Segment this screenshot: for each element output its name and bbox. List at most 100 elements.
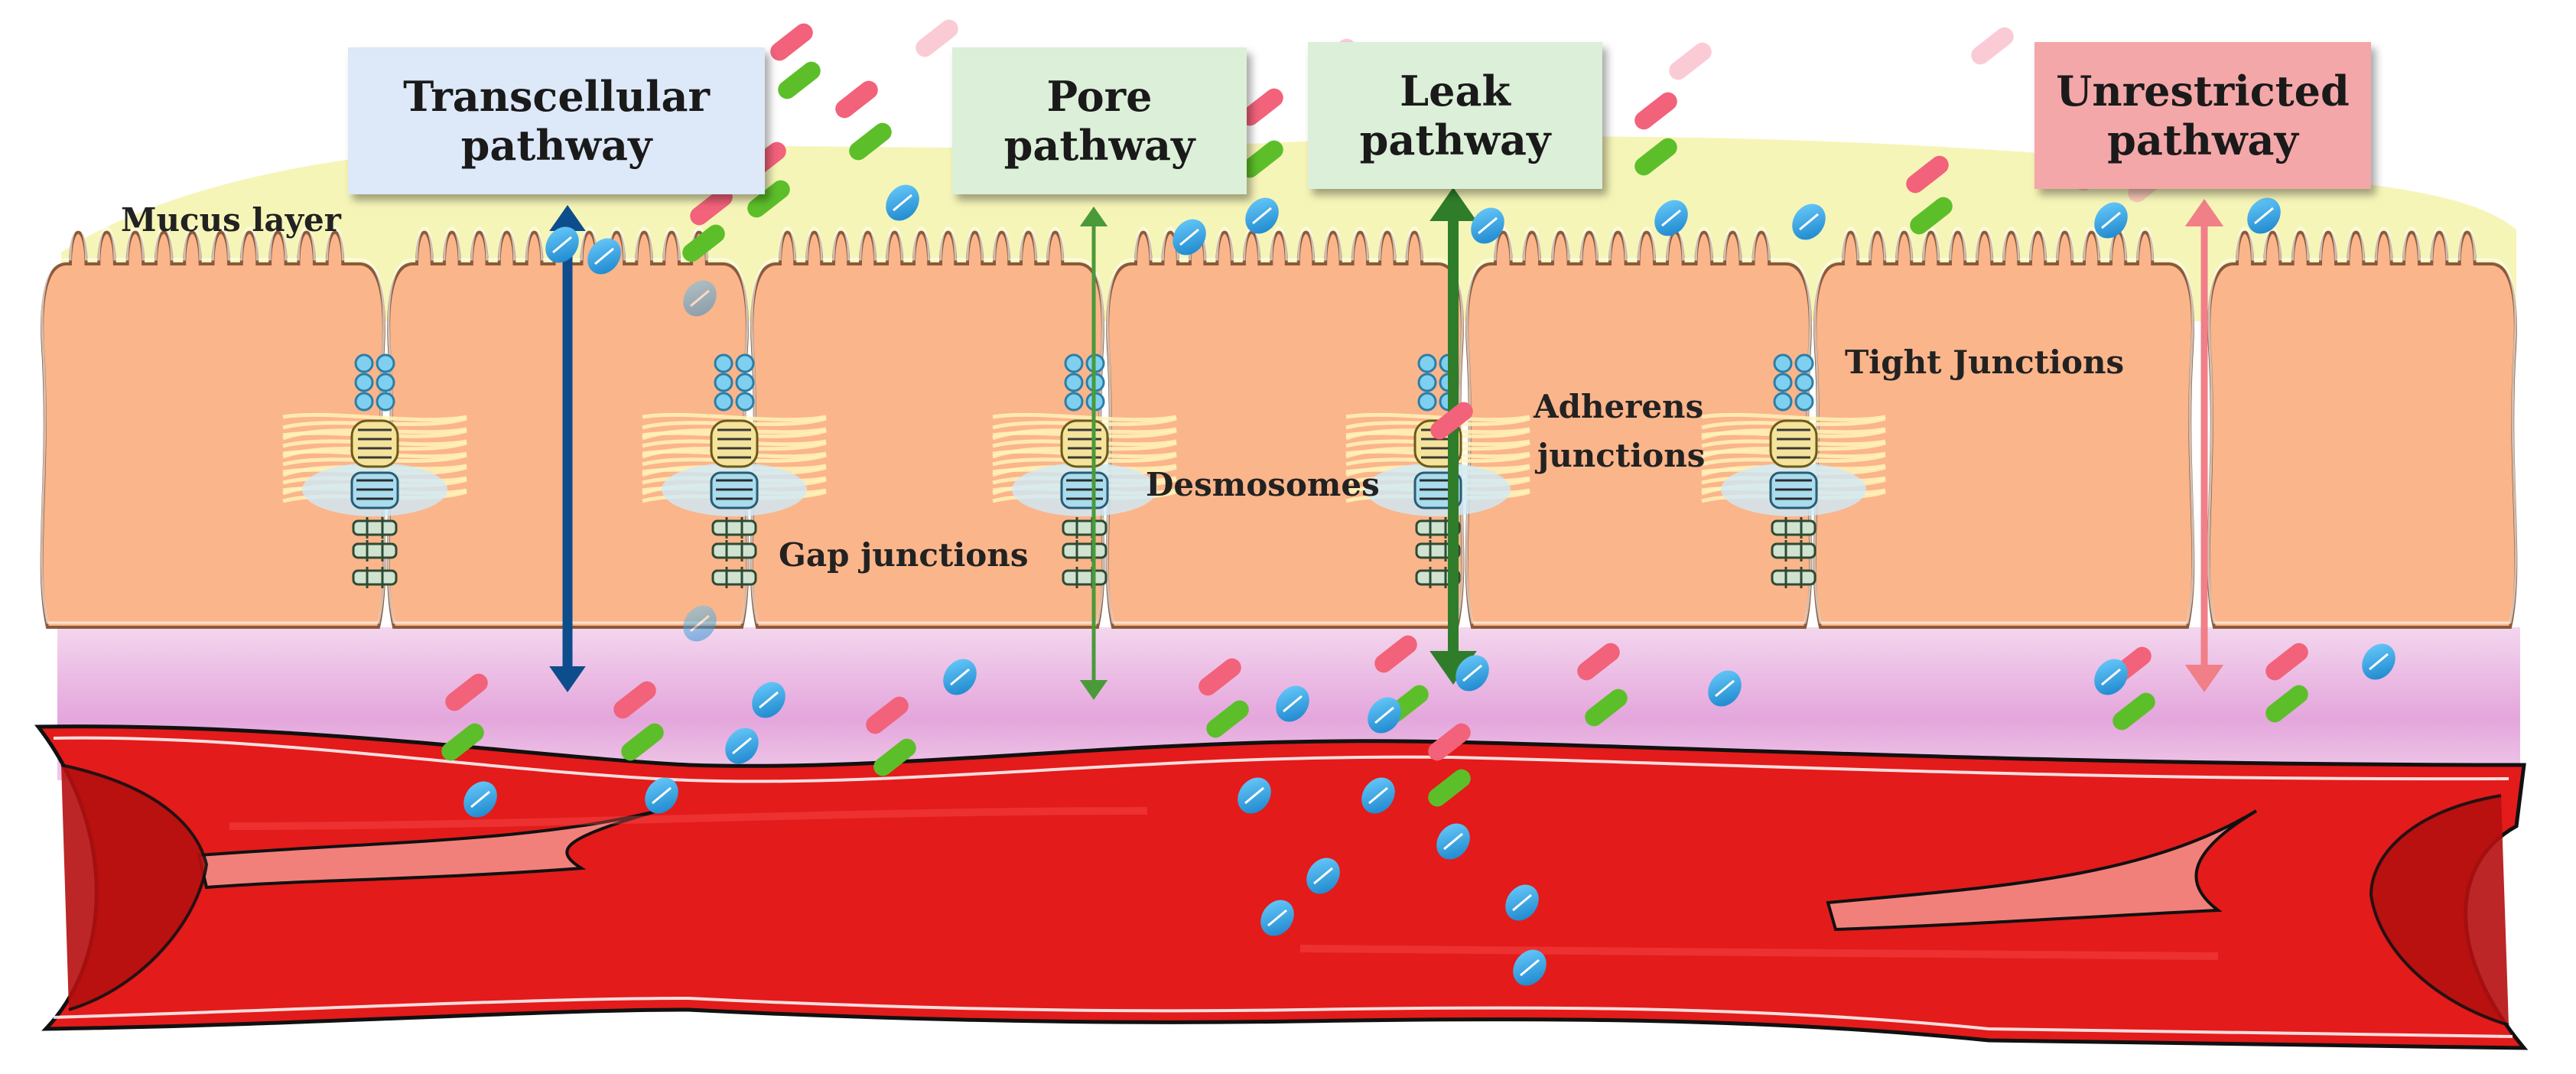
adherens-junction bbox=[1769, 419, 1818, 468]
adherens-label-line2: junctions bbox=[1537, 437, 1706, 474]
red-bacterium bbox=[690, 187, 733, 226]
blue-particle bbox=[683, 280, 717, 317]
blue-particle bbox=[2094, 659, 2128, 695]
tight-junction-bead bbox=[1064, 373, 1084, 392]
green-bacterium bbox=[441, 723, 484, 761]
tight-junction-bead bbox=[1064, 353, 1084, 373]
green-bacterium bbox=[621, 723, 664, 761]
adherens-junction bbox=[350, 419, 399, 468]
tight-junction-bead bbox=[376, 392, 395, 412]
pore-line2: pathway bbox=[1003, 121, 1195, 170]
tight-junction-bead bbox=[735, 392, 755, 412]
red-bacterium bbox=[770, 23, 813, 61]
blue-particle bbox=[463, 781, 497, 818]
green-bacterium bbox=[1241, 140, 1283, 178]
blue-particle bbox=[683, 605, 717, 642]
blue-particle bbox=[1368, 697, 1401, 734]
green-bacterium bbox=[2113, 692, 2155, 731]
faint-bacterium bbox=[1669, 42, 1712, 80]
tight-junction-bead bbox=[735, 353, 755, 373]
junction-complex bbox=[642, 353, 827, 588]
blue-particle bbox=[1436, 823, 1470, 860]
blue-particle bbox=[1276, 685, 1309, 722]
blue-particle bbox=[1260, 900, 1294, 936]
unrestricted-line1: Unrestricted bbox=[2056, 67, 2350, 116]
blue-particle bbox=[2094, 202, 2128, 239]
tight-junction-bead bbox=[714, 392, 733, 412]
mucus-layer-label: Mucus layer bbox=[121, 201, 341, 239]
tight-junction-bead bbox=[1417, 353, 1437, 373]
red-bacterium bbox=[445, 673, 488, 711]
tight-junction-bead bbox=[376, 353, 395, 373]
junction-complex bbox=[992, 353, 1177, 588]
tight-junction-bead bbox=[1794, 392, 1814, 412]
gap-junction bbox=[1062, 569, 1107, 586]
adherens-label-line1: Adherens bbox=[1534, 388, 1704, 425]
epithelial-cells bbox=[40, 226, 2518, 629]
green-bacterium bbox=[1428, 769, 1471, 807]
green-bacterium bbox=[2265, 685, 2308, 723]
green-bacterium bbox=[1634, 138, 1677, 176]
blue-particle bbox=[886, 184, 919, 221]
tight-junction-bead bbox=[376, 373, 395, 392]
gap-junction bbox=[352, 569, 398, 586]
transcellular-line2: pathway bbox=[460, 121, 652, 170]
blue-particle bbox=[1792, 203, 1826, 240]
blue-particle bbox=[587, 238, 621, 275]
junction-complexes bbox=[282, 353, 1886, 588]
blue-particle bbox=[1245, 197, 1279, 234]
epithelial-cell bbox=[1465, 230, 1813, 629]
red-bacterium bbox=[1428, 723, 1471, 761]
blue-particle bbox=[1361, 777, 1395, 814]
blue-particle bbox=[2362, 643, 2395, 680]
tight-junction-bead bbox=[1794, 373, 1814, 392]
tight-junction-bead bbox=[1773, 373, 1793, 392]
green-bacterium bbox=[1585, 688, 1628, 727]
tight-junction-bead bbox=[1773, 392, 1793, 412]
gap-junction bbox=[1062, 542, 1107, 559]
adherens-junction bbox=[710, 419, 759, 468]
blue-particle bbox=[1513, 949, 1547, 986]
gap-junctions-label: Gap junctions bbox=[779, 536, 1029, 574]
faint-bacterium bbox=[916, 19, 958, 57]
gap-junction bbox=[1771, 569, 1817, 586]
green-bacterium bbox=[873, 738, 916, 776]
blue-particle bbox=[1505, 884, 1539, 921]
unrestricted-line2: pathway bbox=[2107, 116, 2298, 164]
blue-particle bbox=[943, 659, 977, 695]
gap-junction bbox=[1062, 519, 1107, 536]
pore-line1: Pore bbox=[1046, 72, 1153, 121]
leak-line2: pathway bbox=[1359, 116, 1551, 164]
blue-particle bbox=[1238, 777, 1271, 814]
red-bacterium bbox=[1634, 92, 1677, 130]
red-bacterium bbox=[1374, 635, 1417, 673]
transcellular-arrow bbox=[549, 205, 586, 692]
unrestricted-pathway-box: Unrestricted pathway bbox=[2034, 42, 2371, 189]
green-bacterium bbox=[1910, 197, 1953, 235]
tight-junctions-label: Tight Junctions bbox=[1845, 343, 2125, 381]
tight-junction-bead bbox=[1417, 392, 1437, 412]
tight-junction-bead bbox=[1417, 373, 1437, 392]
blue-particle bbox=[1456, 655, 1489, 692]
gap-junction bbox=[352, 519, 398, 536]
pore-pathway-box: Pore pathway bbox=[952, 47, 1247, 194]
blood-vessel bbox=[34, 724, 2529, 1050]
green-bacterium bbox=[747, 180, 790, 218]
unrestricted-arrow bbox=[2184, 199, 2224, 692]
green-bacterium bbox=[849, 122, 892, 161]
gap-junction bbox=[1771, 519, 1817, 536]
blue-particle bbox=[752, 682, 785, 718]
adherens-junction bbox=[1060, 419, 1109, 468]
epithelial-cell bbox=[40, 230, 386, 629]
leak-pathway-box: Leak pathway bbox=[1308, 42, 1602, 189]
transcellular-pathway-box: Transcellular pathway bbox=[348, 47, 765, 194]
red-bacterium bbox=[613, 681, 656, 719]
red-bacterium bbox=[1241, 88, 1283, 126]
red-bacterium bbox=[1199, 658, 1241, 696]
junction-complex bbox=[1701, 353, 1886, 588]
leak-line1: Leak bbox=[1400, 67, 1511, 116]
tight-junction-bead bbox=[1773, 353, 1793, 373]
epithelial-cell bbox=[2207, 230, 2518, 629]
tight-junction-bead bbox=[354, 392, 374, 412]
